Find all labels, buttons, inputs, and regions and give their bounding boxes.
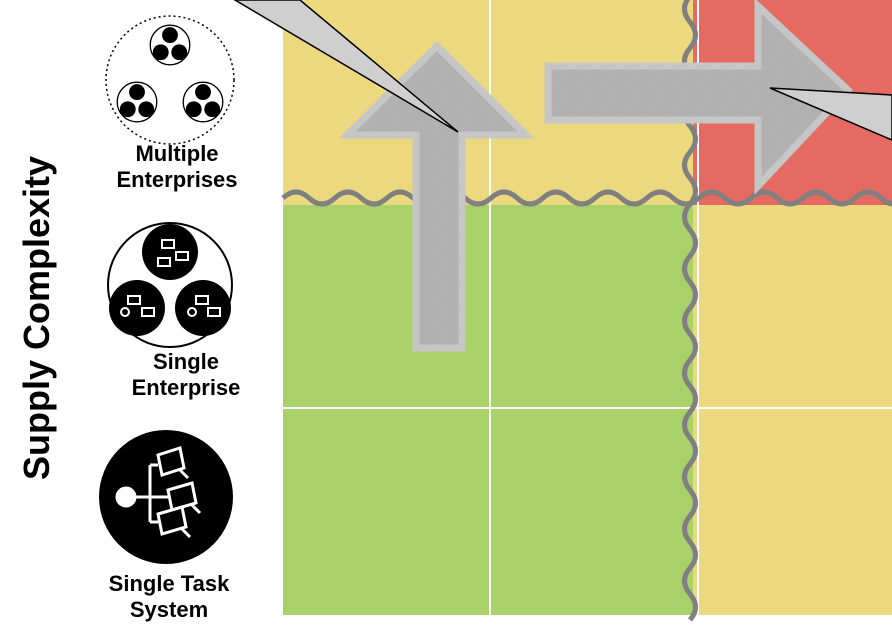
- level-label-multiple-enterprises: Multiple Enterprises: [77, 141, 277, 193]
- single-enterprise-icon: [107, 222, 233, 348]
- callout-pointer-left: [233, 0, 459, 133]
- y-axis-title: Supply Complexity: [16, 155, 57, 481]
- level-label-single-enterprise: Single Enterprise: [86, 349, 286, 401]
- upward-arrow: [338, 41, 535, 352]
- quadrant-bottom-right: [693, 205, 892, 615]
- level-label-line1: Single Task: [108, 571, 230, 596]
- level-label-line2: Enterprise: [131, 375, 241, 400]
- level-label-line2: System: [129, 597, 209, 622]
- level-label-line1: Single: [152, 349, 219, 374]
- multiple-enterprises-icon: [105, 15, 235, 145]
- level-label-single-task-system: Single Task System: [69, 571, 269, 623]
- rightward-arrow: [544, 0, 853, 195]
- horizontal-wave-boundary: [281, 189, 892, 207]
- level-label-line2: Enterprises: [116, 167, 238, 192]
- quadrant-bottom-left: [283, 205, 693, 615]
- level-label-line1: Multiple: [135, 141, 219, 166]
- single-task-system-icon: [99, 430, 233, 564]
- callout-pointer-right: [769, 87, 892, 141]
